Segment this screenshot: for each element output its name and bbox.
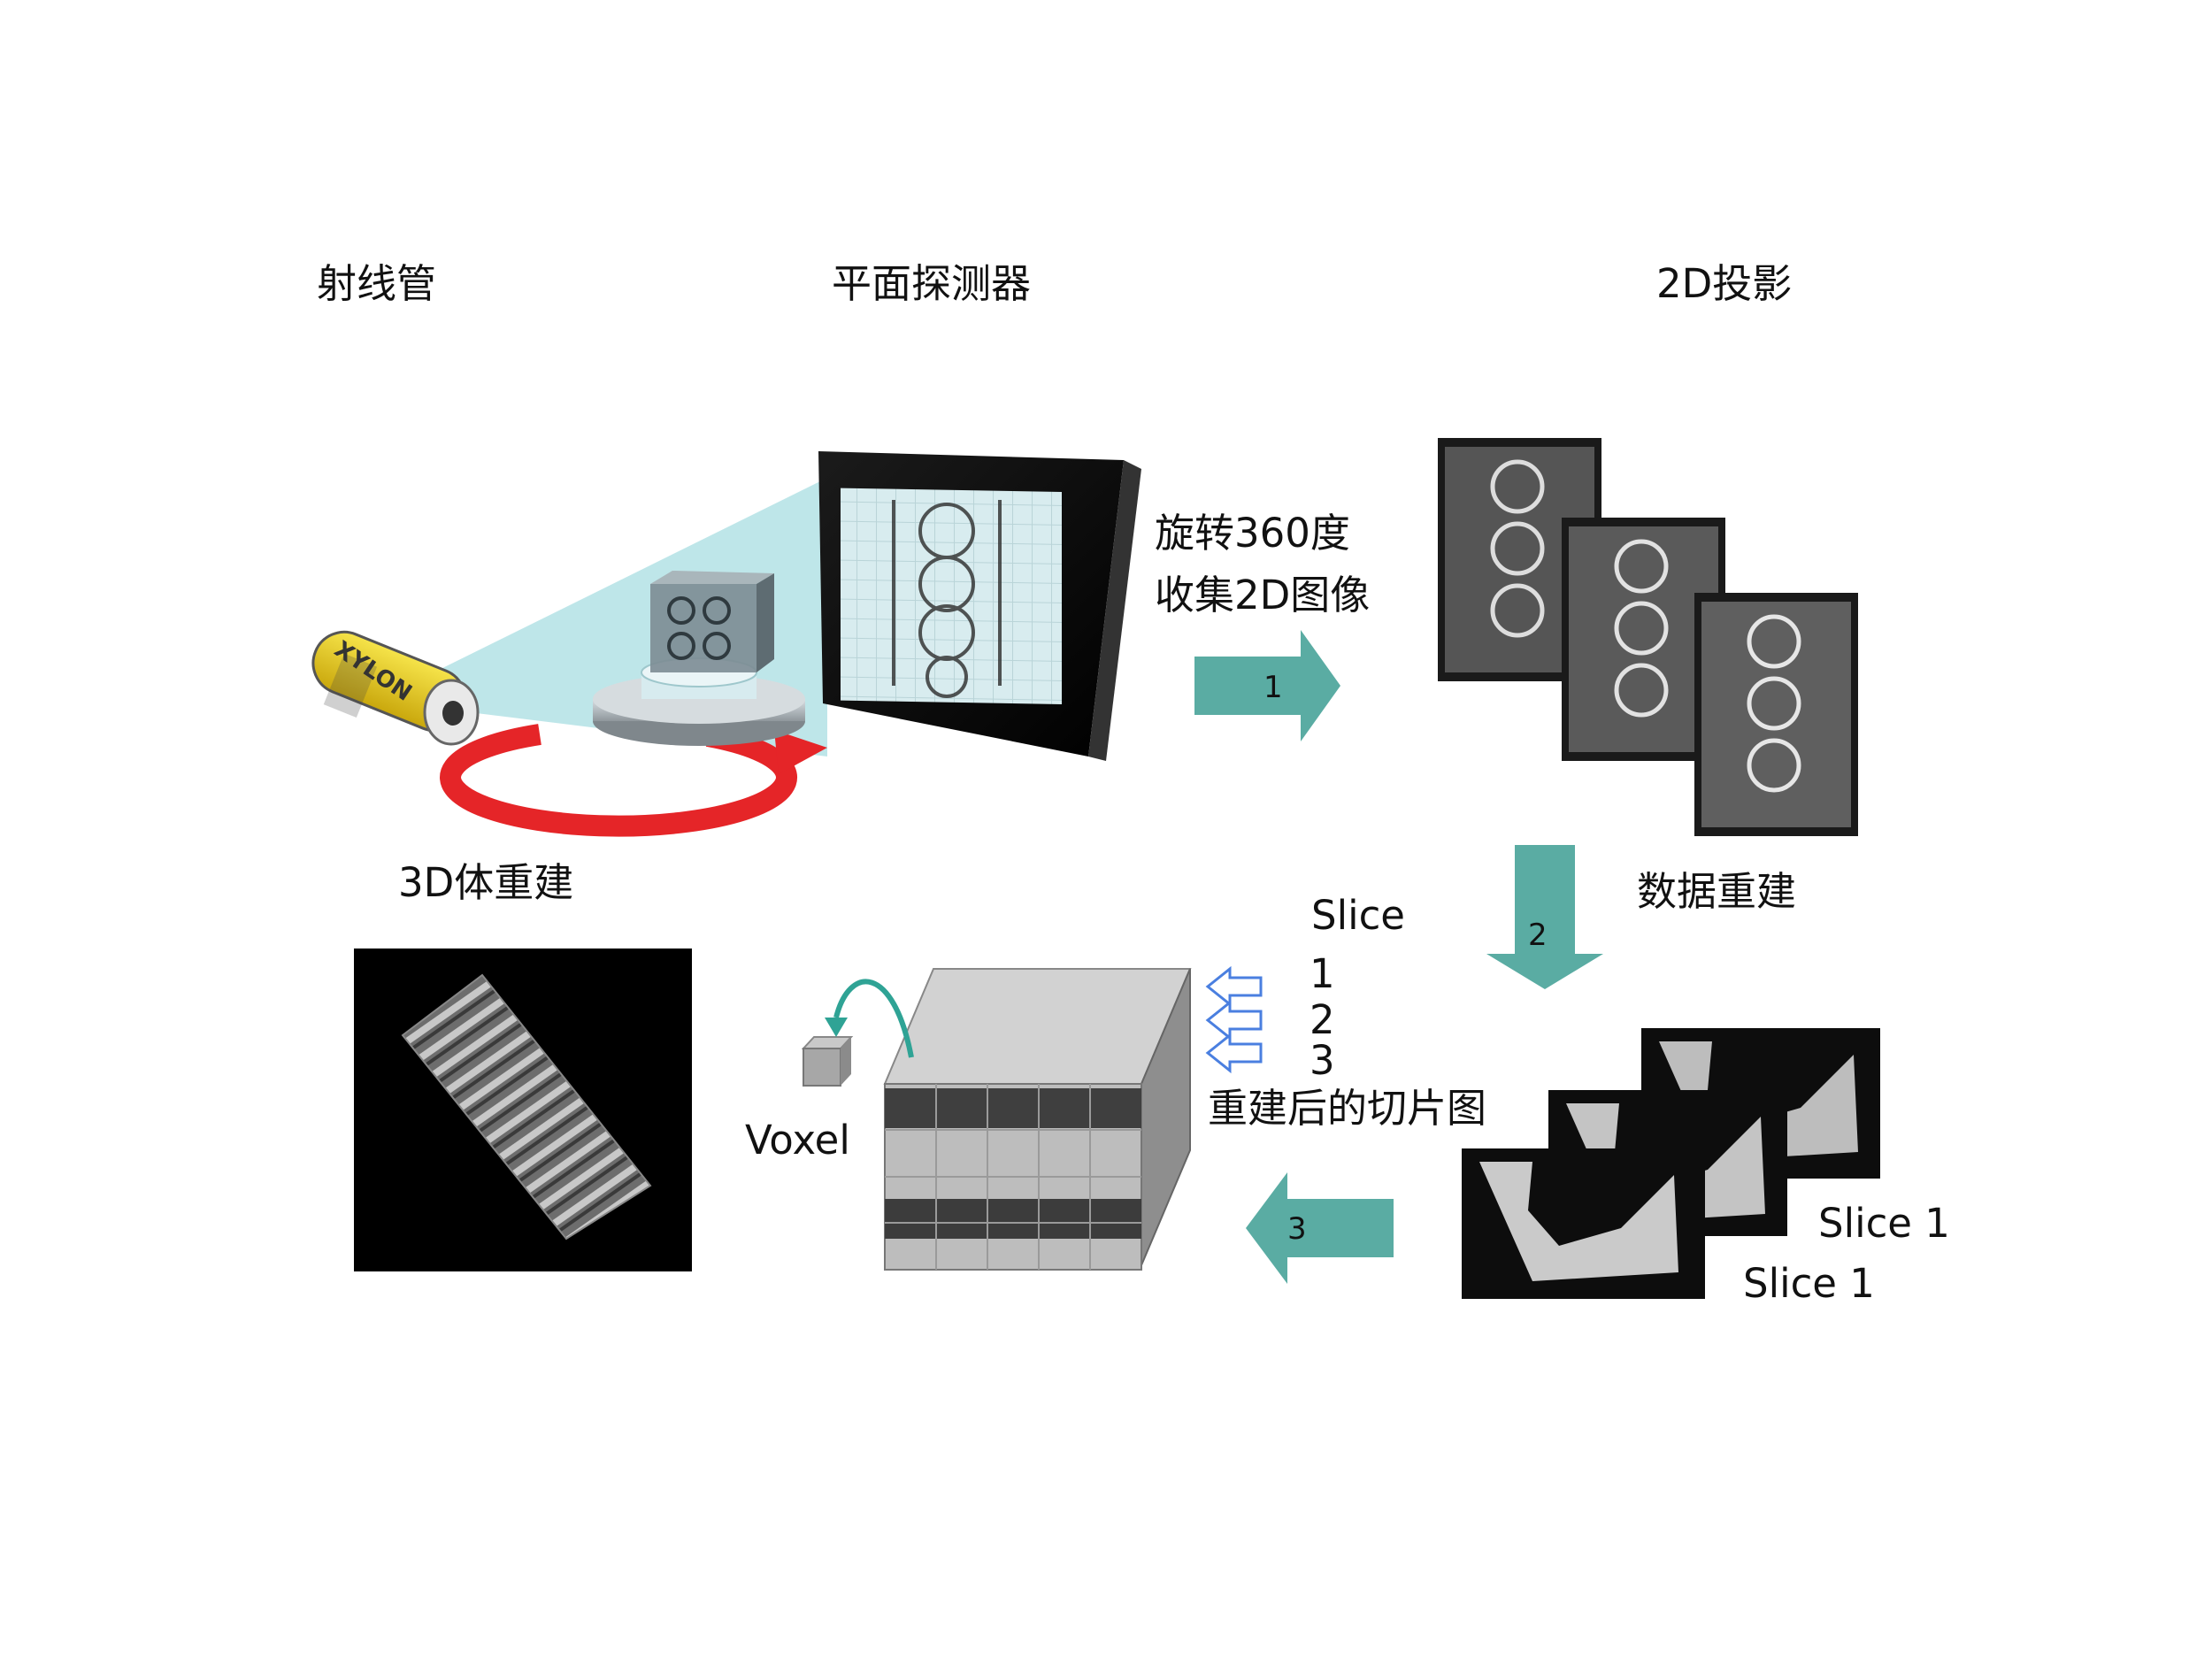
slice-label-front: Slice 1 (1743, 1260, 1875, 1307)
slice-label-back: Slice 1 (1818, 1200, 1950, 1247)
xray-tube-label: 射线管 (317, 260, 437, 307)
slice-number-3: 3 (1310, 1037, 1335, 1084)
step-3-number: 3 (1287, 1211, 1307, 1247)
voxel-pointer-arrow (833, 979, 914, 1058)
step-arrow-2 (1486, 845, 1603, 989)
projection-2d-label: 2D投影 (1656, 260, 1793, 307)
volume-reconstruction-label: 3D体重建 (398, 859, 574, 906)
voxel-pointer-head (825, 1018, 848, 1037)
flat-detector (818, 451, 1141, 761)
xray-tube (311, 630, 480, 746)
flat-detector-label: 平面探测器 (832, 260, 1032, 307)
step-arrow-1 (1194, 630, 1340, 741)
projection-stack (1438, 438, 1858, 836)
voxel-label: Voxel (745, 1117, 850, 1164)
rotate-label-line2: 收集2D图像 (1155, 572, 1371, 618)
voxel-cube (883, 968, 1192, 1271)
rotate-label-line1: 旋转360度 (1155, 510, 1350, 557)
slice-title-label: Slice (1311, 892, 1405, 939)
sample-part (650, 571, 774, 672)
rotation-arrow (440, 724, 797, 837)
single-voxel (801, 1036, 854, 1087)
step-1-number: 1 (1263, 670, 1283, 705)
step-arrow-3 (1246, 1172, 1394, 1284)
slice-number-1: 1 (1310, 950, 1335, 997)
step-2-number: 2 (1528, 918, 1548, 953)
volume-render (354, 949, 692, 1271)
slice-pointer-arrows (1205, 965, 1263, 1074)
slice-images (1462, 1028, 1880, 1299)
reconstructed-slices-label: 重建后的切片图 (1208, 1085, 1487, 1132)
slice-number-2: 2 (1310, 996, 1335, 1043)
rotation-arrowhead (774, 730, 827, 774)
data-reconstruction-label: 数据重建 (1637, 868, 1797, 915)
